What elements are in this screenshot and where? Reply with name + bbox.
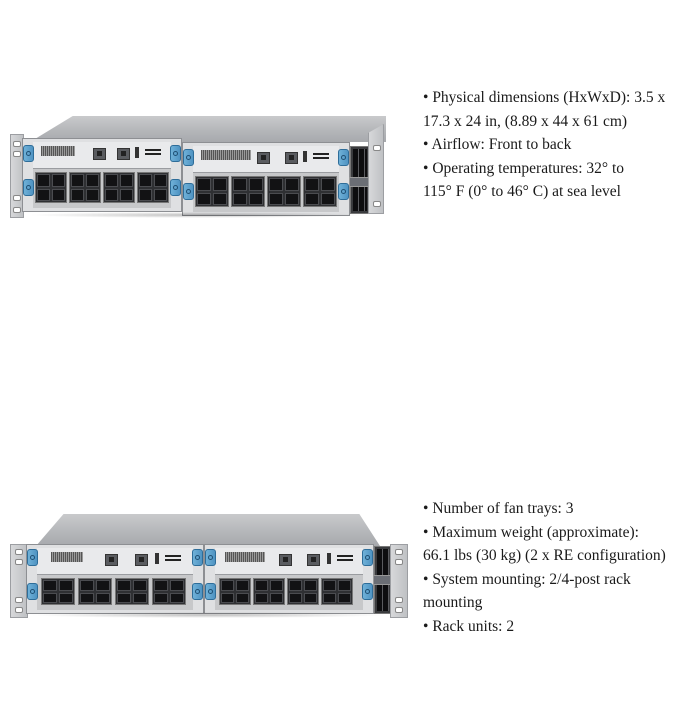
status-leds — [337, 555, 353, 563]
status-leds — [165, 555, 181, 563]
latch-handle-icon — [192, 583, 203, 600]
power-supply-bay — [349, 146, 371, 214]
vent-grille — [225, 552, 265, 562]
spec-item-continuation: mounting — [423, 594, 483, 611]
latch-handle-icon — [338, 183, 349, 200]
chassis-top-panel — [30, 116, 386, 142]
status-leds — [313, 153, 329, 161]
spec-list-system: • Number of fan trays: 3 • Maximum weigh… — [423, 497, 684, 638]
spec-item-continuation: 66.1 lbs (30 kg) (2 x RE configuration) — [423, 547, 666, 564]
usb-port — [155, 553, 159, 564]
latch-handle-icon — [183, 149, 194, 166]
latch-handle-icon — [170, 145, 181, 162]
latch-handle-icon — [362, 583, 373, 600]
vent-grille — [51, 552, 83, 562]
rack-ear-right — [368, 124, 384, 214]
latch-handle-icon — [23, 179, 34, 196]
spec-item-continuation: 17.3 x 24 in, (8.89 x 44 x 61 cm) — [423, 112, 628, 130]
chassis-top-panel — [36, 514, 380, 546]
vent-grille — [41, 146, 75, 156]
vent-grille — [201, 150, 251, 160]
spec-list-physical: • Physical dimensions (HxWxD): 3.5 x 17.… — [423, 86, 684, 204]
rj45-port — [279, 554, 292, 566]
spec-item-continuation: 115° F (0° to 46° C) at sea level — [423, 183, 621, 200]
rj45-port — [117, 148, 130, 160]
latch-handle-icon — [192, 549, 203, 566]
latch-handle-icon — [170, 179, 181, 196]
latch-handle-icon — [205, 583, 216, 600]
latch-handle-icon — [183, 183, 194, 200]
usb-port — [327, 553, 331, 564]
rj45-port — [135, 554, 148, 566]
latch-handle-icon — [27, 549, 38, 566]
rj45-port — [105, 554, 118, 566]
usb-port — [303, 151, 307, 162]
router-image-front — [8, 514, 408, 618]
line-card-right — [182, 142, 350, 216]
latch-handle-icon — [362, 549, 373, 566]
latch-handle-icon — [23, 145, 34, 162]
line-card-left — [22, 138, 182, 212]
spec-item: • Rack units: 2 — [423, 617, 515, 635]
rj45-port — [257, 152, 270, 164]
rj45-port — [285, 152, 298, 164]
spec-item: • Number of fan trays: 3 — [423, 500, 574, 517]
rack-ear-right — [390, 544, 408, 618]
rj45-port — [307, 554, 320, 566]
latch-handle-icon — [205, 549, 216, 566]
router-image-angled — [8, 116, 392, 220]
line-card-left — [26, 544, 204, 614]
latch-handle-icon — [27, 583, 38, 600]
line-card-right — [204, 544, 374, 614]
spec-item: • Maximum weight (approximate): — [423, 523, 639, 541]
spec-item: • Operating temperatures: 32° to — [423, 159, 625, 177]
rj45-port — [93, 148, 106, 160]
usb-port — [135, 147, 139, 158]
spec-item: • Physical dimensions (HxWxD): 3.5 x — [423, 89, 666, 106]
status-leds — [145, 149, 161, 157]
spec-item: • Airflow: Front to back — [423, 136, 572, 153]
spec-item: • System mounting: 2/4-post rack — [423, 570, 631, 588]
latch-handle-icon — [338, 149, 349, 166]
